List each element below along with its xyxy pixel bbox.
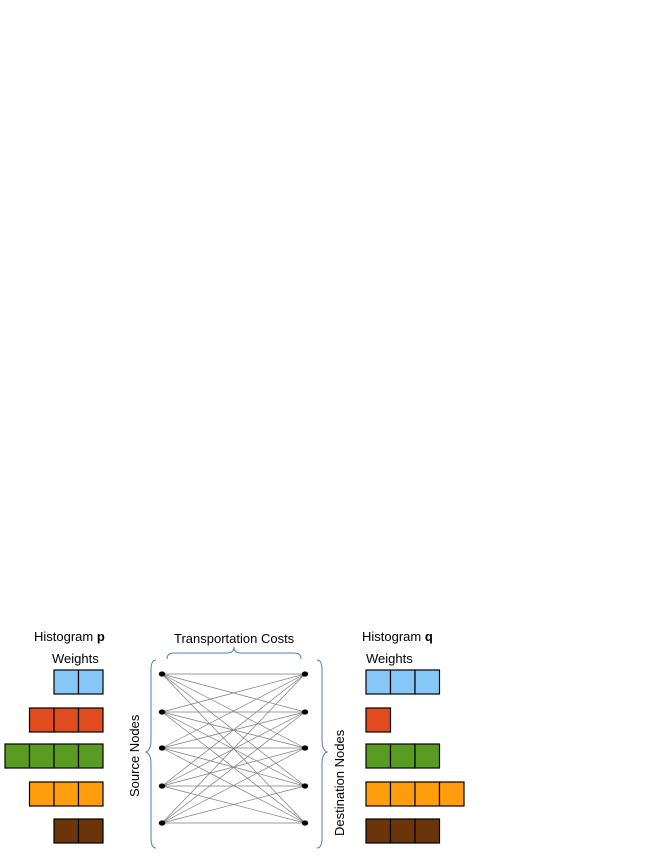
transport-edge <box>161 673 306 749</box>
transport-edge <box>161 673 306 713</box>
weight-cell <box>414 743 441 769</box>
source-node <box>158 671 166 677</box>
transport-edge <box>161 673 306 824</box>
weight-cell <box>53 781 80 807</box>
weight-cell <box>365 743 392 769</box>
weight-cell <box>389 781 416 807</box>
weight-cell <box>77 669 104 695</box>
transport-edge <box>161 785 306 824</box>
weight-cell <box>53 707 80 733</box>
left-histogram-title: Histogram p <box>34 629 105 644</box>
left-weight-bar <box>53 669 104 695</box>
destination-node <box>301 820 309 826</box>
weight-cell <box>53 818 80 844</box>
left-weights-label: Weights <box>52 651 99 666</box>
weight-cell <box>77 818 104 844</box>
transport-edge <box>161 673 306 787</box>
left-weight-bar <box>4 743 104 769</box>
source-node <box>158 783 166 789</box>
graph-nodes <box>158 671 309 826</box>
weight-cell <box>365 818 392 844</box>
right-histogram-bars <box>365 669 465 844</box>
right-weight-bar <box>365 707 392 733</box>
weight-cell <box>28 743 55 769</box>
destination-brace <box>316 659 329 849</box>
right-weight-bar <box>365 781 465 807</box>
transport-edges <box>161 673 306 824</box>
source-node <box>158 820 166 826</box>
right-weight-bar <box>365 669 441 695</box>
right-histogram-title: Histogram q <box>362 629 433 644</box>
weight-cell <box>53 743 80 769</box>
weight-cell <box>77 743 104 769</box>
weight-cell <box>28 781 55 807</box>
weight-cell <box>414 818 441 844</box>
weight-cell <box>389 818 416 844</box>
weight-cell <box>365 669 392 695</box>
weight-cell <box>365 781 392 807</box>
weight-cell <box>4 743 31 769</box>
right-weight-bar <box>365 743 441 769</box>
transport-brace <box>166 646 302 660</box>
destination-node <box>301 709 309 715</box>
right-weight-bar <box>365 818 441 844</box>
transport-edge <box>161 711 306 824</box>
left-weight-bar <box>28 781 104 807</box>
weight-cell <box>53 669 80 695</box>
weight-cell <box>438 781 465 807</box>
source-node <box>158 709 166 715</box>
weight-cell <box>389 743 416 769</box>
left-histogram-bars <box>4 669 104 844</box>
destination-node <box>301 783 309 789</box>
source-nodes-label: Source Nodes <box>127 714 142 797</box>
weight-cell <box>389 669 416 695</box>
right-weights-label: Weights <box>366 651 413 666</box>
source-node <box>158 745 166 751</box>
weight-cell <box>77 781 104 807</box>
transportation-costs-label: Transportation Costs <box>174 631 295 646</box>
weight-cell <box>414 669 441 695</box>
destination-node <box>301 671 309 677</box>
weight-cell <box>365 707 392 733</box>
destination-node <box>301 745 309 751</box>
destination-nodes-label: Destination Nodes <box>332 729 347 836</box>
source-brace <box>144 659 157 849</box>
transport-edge <box>161 747 306 824</box>
transport-edge <box>161 747 306 787</box>
weight-cell <box>77 707 104 733</box>
left-weight-bar <box>53 818 104 844</box>
weight-cell <box>414 781 441 807</box>
weight-cell <box>28 707 55 733</box>
left-weight-bar <box>28 707 104 733</box>
